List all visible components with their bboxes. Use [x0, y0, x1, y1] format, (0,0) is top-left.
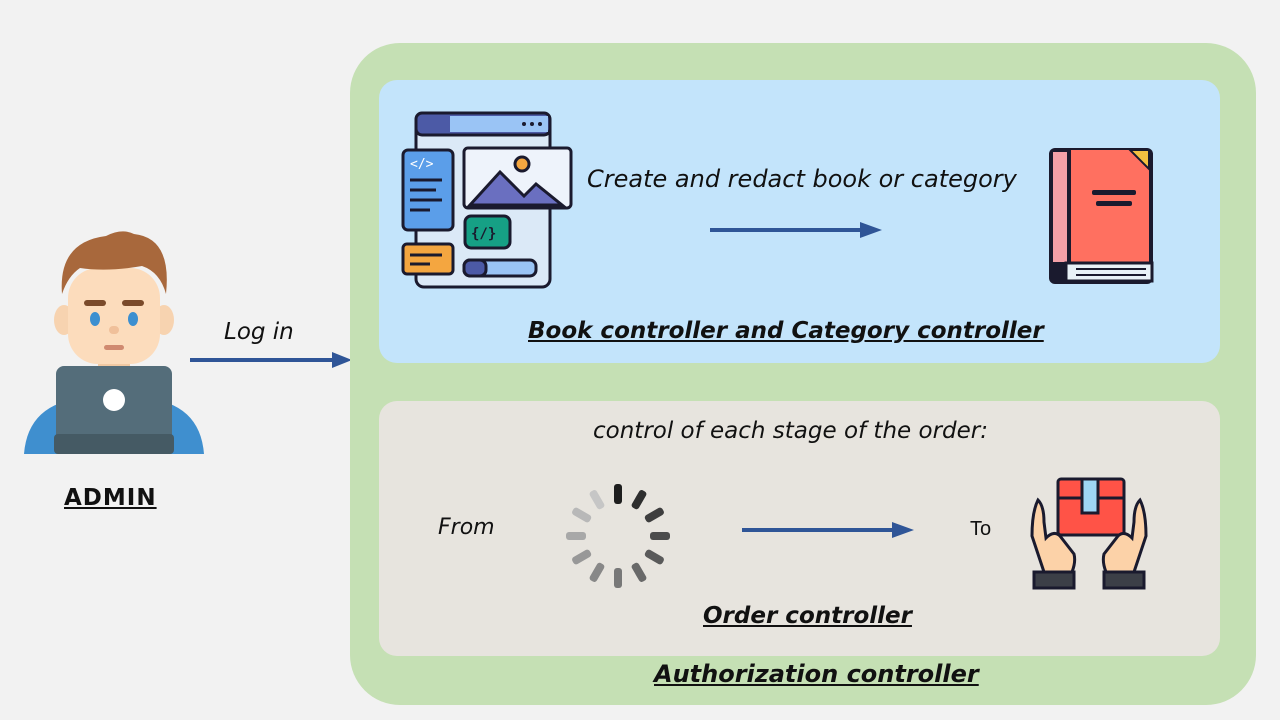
order-controller-title: Order controller [703, 603, 912, 629]
spinner-spoke [614, 568, 622, 588]
book-category-controller-title: Book controller and Category controller [528, 318, 1044, 344]
package-hands-icon [1030, 477, 1148, 590]
spinner-spoke [650, 532, 670, 540]
order-heading: control of each stage of the order: [593, 418, 988, 444]
spinner-spoke [572, 507, 592, 523]
spinner-spoke [566, 532, 586, 540]
order-from-label: From [438, 515, 495, 540]
spinner-spoke [572, 549, 592, 565]
login-arrow [190, 352, 352, 368]
admin-label: ADMIN [64, 485, 157, 511]
authorization-controller-label: Authorization controller [654, 660, 979, 688]
login-label: Log in [224, 319, 294, 345]
spinner-spoke [589, 562, 605, 582]
order-arrow [742, 522, 914, 538]
svg-text:</>: </> [410, 157, 434, 172]
book-action-arrow [710, 222, 882, 238]
spinner-spoke [644, 549, 664, 565]
spinner-spoke [614, 484, 622, 504]
order-to-label: To [970, 518, 992, 540]
book-icon [1049, 148, 1154, 284]
spinner-spoke [644, 507, 664, 523]
spinner-spoke [631, 490, 647, 510]
spinner-spoke [589, 490, 605, 510]
web-editor-icon: </> {/} [401, 111, 573, 289]
spinner-spoke [631, 562, 647, 582]
loading-spinner-icon [566, 484, 670, 588]
svg-text:{/}: {/} [471, 226, 496, 242]
book-action-text: Create and redact book or category [587, 165, 1017, 193]
admin-user-laptop-icon [24, 231, 204, 454]
